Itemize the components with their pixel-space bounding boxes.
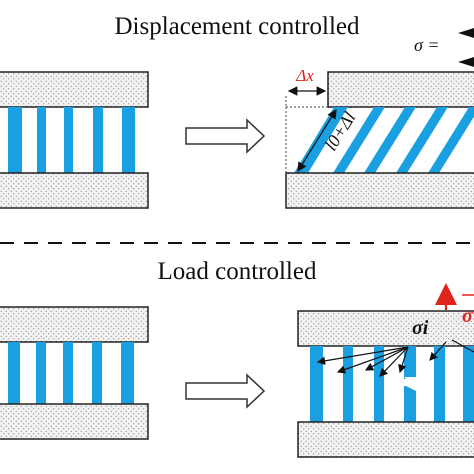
bottom-left-upper-plate — [0, 306, 149, 343]
top-left-specimen — [0, 71, 149, 209]
fiber — [8, 342, 20, 404]
bottom-right-upper-plate — [297, 310, 474, 347]
fiber — [122, 107, 135, 173]
fiber — [463, 346, 474, 422]
fiber — [434, 346, 445, 422]
hollow-right-arrow-icon — [185, 373, 266, 409]
bottom-section-title: Load controlled — [158, 258, 317, 285]
sheared-fiber — [428, 107, 474, 173]
top-right-specimen: Δx l0+Δl — [285, 66, 474, 209]
sheared-fiber — [333, 107, 385, 173]
sigma-vector-label: σ = — [414, 35, 440, 55]
sigma-arrow-icon — [458, 28, 474, 38]
fiber — [64, 107, 73, 173]
length-arrow-icon — [297, 108, 337, 173]
hollow-right-arrow-icon — [185, 118, 266, 154]
fiber — [374, 346, 384, 422]
sigma-i-label: σi — [412, 317, 429, 339]
fiber — [343, 346, 353, 422]
sheared-fiber — [396, 107, 448, 173]
top-left-lower-plate — [0, 172, 149, 209]
broken-fiber — [404, 346, 416, 379]
fiber — [121, 342, 134, 404]
sigma-arrow-icon — [458, 57, 474, 67]
fiber — [93, 107, 103, 173]
fiber — [310, 346, 323, 422]
bottom-right-specimen: σi — [297, 310, 474, 458]
fiber — [36, 342, 46, 404]
bottom-left-specimen — [0, 306, 149, 440]
bottom-left-lower-plate — [0, 403, 149, 440]
fiber — [8, 107, 22, 173]
local-stress-arrows — [316, 339, 474, 377]
top-right-lower-plate — [285, 172, 474, 209]
fracture-gap — [404, 377, 416, 391]
bottom-right-lower-plate — [297, 421, 474, 458]
fiber — [92, 342, 102, 404]
sheared-fiber — [364, 107, 416, 173]
fiber — [63, 342, 73, 404]
top-right-upper-plate — [327, 71, 474, 108]
load-sigma-partial: σ — [462, 305, 474, 327]
broken-fiber — [404, 386, 416, 422]
top-left-upper-plate — [0, 71, 149, 108]
fiber — [37, 107, 46, 173]
top-section-title: Displacement controlled — [114, 13, 360, 40]
delta-x-label: Δx — [295, 66, 314, 85]
